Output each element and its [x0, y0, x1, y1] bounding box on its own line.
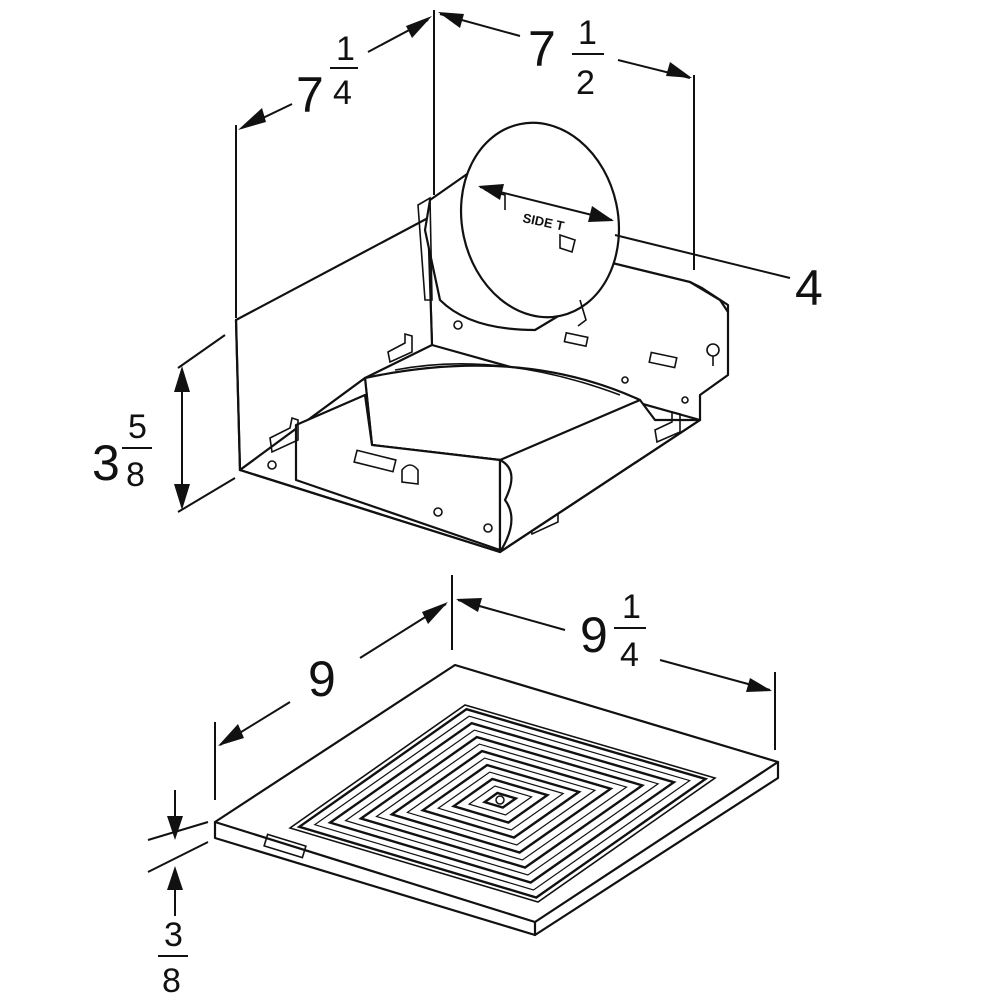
duct-opening [459, 121, 621, 319]
dim-grille-width-den: 4 [620, 636, 639, 674]
louver-ring [406, 757, 597, 846]
dim-housing-depth-whole: 7 [296, 67, 324, 123]
louver-ring [344, 729, 660, 876]
dim-grille-width-num: 1 [622, 588, 641, 626]
housing-right-front-wall [498, 398, 702, 554]
front-slot [353, 449, 397, 473]
dim-housing-height-den: 8 [126, 456, 145, 494]
arrow [588, 206, 614, 222]
louver-ring [358, 735, 646, 869]
housing-tab-left [269, 416, 299, 454]
louver-ring [327, 721, 677, 884]
arrow [406, 16, 432, 38]
label-housing-depth: 7 1 4 [296, 30, 358, 123]
dim-housing-width-whole: 7 [528, 21, 556, 77]
dim-housing-width-den: 2 [576, 64, 595, 102]
grille-label-plate [263, 833, 307, 859]
dim-housing-height-num: 5 [128, 408, 147, 446]
arrow [174, 366, 190, 392]
grille-louver-field [288, 704, 717, 903]
louver-ring [313, 715, 692, 891]
fan-housing [234, 216, 730, 554]
dim-housing-width-num: 1 [578, 14, 597, 52]
arrow [218, 724, 244, 746]
duct-collar: SIDE T [417, 121, 621, 332]
dim-grille-thickness-den: 8 [162, 962, 181, 1000]
arrow [422, 602, 448, 624]
arrow [167, 816, 183, 840]
arrow [666, 62, 692, 78]
dim-housing-depth-den: 4 [333, 74, 352, 112]
grille-louvers [296, 707, 709, 899]
louver-ring [436, 771, 565, 831]
dim-grille-thickness-num: 3 [164, 916, 183, 954]
housing-tab-back [387, 332, 413, 364]
dim-grille-depth: 9 [308, 651, 336, 707]
housing-tab-right [654, 410, 681, 444]
arrow [746, 678, 772, 692]
louver-ring [375, 743, 628, 861]
label-grille-width: 9 1 4 [580, 588, 646, 674]
louver-ring [467, 785, 533, 816]
label-grille-thickness: 3 8 [158, 916, 188, 1000]
louver-ring [389, 749, 614, 854]
dim-duct-diameter: 4 [795, 260, 823, 316]
arrow [438, 12, 464, 28]
label-duct-diameter: 4 [795, 260, 823, 316]
dim-grille-width-whole: 9 [580, 607, 608, 663]
louver-ring [450, 777, 551, 824]
ceiling-grille [213, 663, 780, 937]
arrow [456, 598, 482, 612]
dim-housing-height-whole: 3 [92, 435, 120, 491]
louver-ring [296, 707, 709, 899]
front-knockout [401, 464, 419, 485]
label-housing-height: 3 5 8 [92, 408, 152, 494]
arrow [238, 108, 266, 130]
grille-center-hub [495, 795, 505, 805]
arrow [167, 866, 183, 890]
arrow [478, 184, 504, 200]
dim-housing-depth-num: 1 [336, 30, 355, 68]
louver-ring [481, 791, 519, 809]
arrow [174, 484, 190, 510]
label-grille-depth: 9 [308, 651, 336, 707]
dimension-lines [147, 10, 791, 916]
louver-ring [420, 763, 582, 839]
label-housing-width: 7 1 2 [528, 14, 604, 102]
